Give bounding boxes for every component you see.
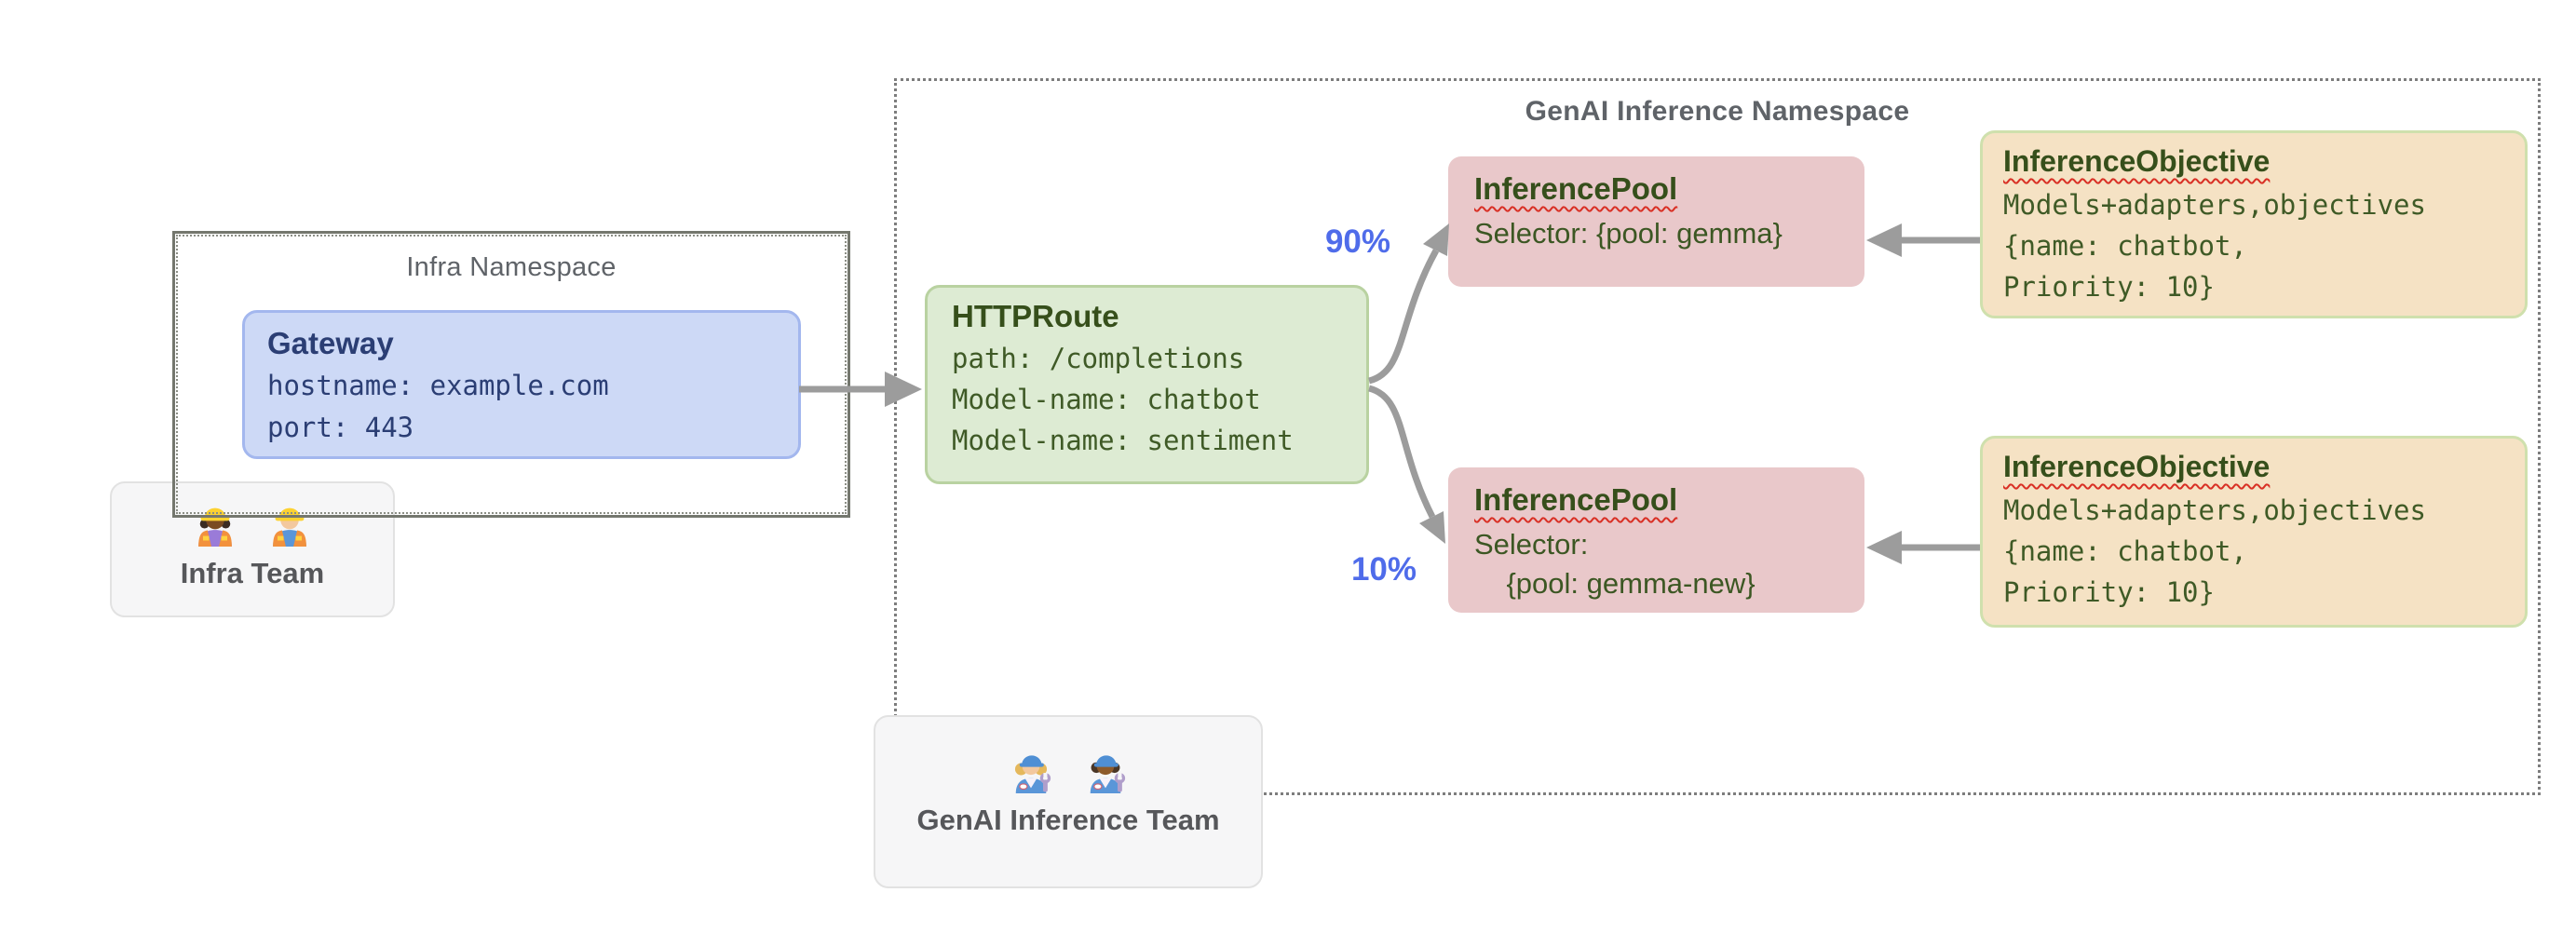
genai-namespace-label: GenAI Inference Namespace [1525, 96, 1910, 127]
inference-pool-gemma-new-box: InferencePool Selector: {pool: gemma-new… [1448, 467, 1864, 613]
inference-objective-desc: Models+adapters,objectives [2003, 494, 2426, 526]
inference-objective-desc: Models+adapters,objectives [2003, 189, 2426, 221]
gateway-port: port: 443 [267, 412, 414, 443]
inference-objective-priority: Priority: 10} [2003, 271, 2215, 303]
inference-pool-selector: Selector: [1474, 528, 1589, 561]
woman-mechanic-icon [1007, 743, 1055, 800]
infra-namespace-label: Infra Namespace [406, 252, 617, 282]
inference-objective-priority: Priority: 10} [2003, 576, 2215, 608]
httproute-title: HTTPRoute [952, 299, 1119, 333]
inference-pool-title: InferencePool [1474, 171, 1678, 206]
httproute-model-sentiment: Model-name: sentiment [952, 425, 1294, 456]
infra-namespace-box: Infra Namespace Gateway hostname: exampl… [172, 231, 850, 518]
inference-pool-selector: Selector: {pool: gemma} [1474, 217, 1783, 250]
man-mechanic-icon [1081, 743, 1130, 800]
inference-objective-title: InferenceObjective [2003, 450, 2271, 483]
traffic-split-90-label: 90% [1324, 223, 1391, 260]
inference-objective-title: InferenceObjective [2003, 144, 2271, 178]
inference-objective-name: {name: chatbot, [2003, 535, 2247, 567]
genai-team-icons [875, 743, 1261, 800]
inference-pool-title: InferencePool [1474, 482, 1678, 517]
httproute-path: path: /completions [952, 343, 1245, 374]
genai-namespace-box: GenAI Inference Namespace [894, 78, 2541, 795]
inference-objective-top-box: InferenceObjective Models+adapters,objec… [1980, 130, 2528, 318]
genai-team-label: GenAI Inference Team [916, 804, 1220, 836]
httproute-model-chatbot: Model-name: chatbot [952, 384, 1261, 415]
traffic-split-10-label: 10% [1350, 551, 1417, 588]
inference-pool-selector-value: {pool: gemma-new} [1474, 567, 1756, 600]
genai-team-card: GenAI Inference Team [874, 715, 1263, 888]
infra-team-label: Infra Team [180, 557, 325, 589]
gateway-title: Gateway [267, 326, 394, 360]
gateway-box: Gateway hostname: example.com port: 443 [242, 310, 801, 459]
inference-pool-gemma-box: InferencePool Selector: {pool: gemma} [1448, 156, 1864, 287]
infra-team-card: Infra Team [110, 481, 395, 617]
httproute-box: HTTPRoute path: /completions Model-name:… [925, 285, 1369, 484]
gateway-hostname: hostname: example.com [267, 370, 609, 401]
inference-objective-name: {name: chatbot, [2003, 230, 2247, 262]
inference-objective-bottom-box: InferenceObjective Models+adapters,objec… [1980, 436, 2528, 628]
